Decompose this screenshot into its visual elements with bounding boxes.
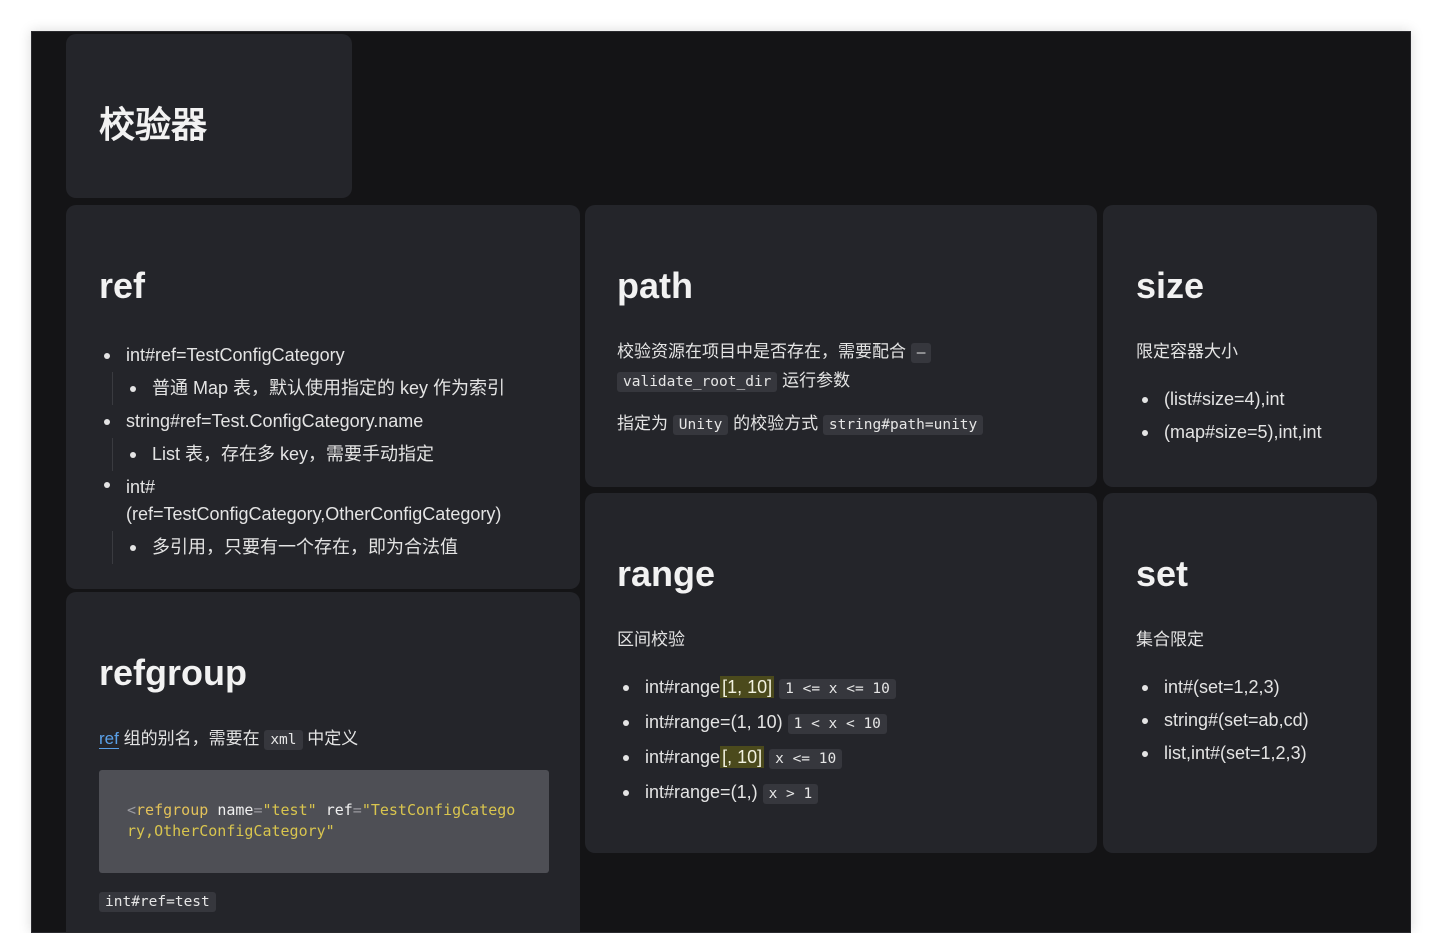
set-card: set 集合限定 int#(set=1,2,3) string#(set=ab,… bbox=[1103, 493, 1377, 853]
bullet-icon bbox=[623, 790, 629, 796]
title-card: 校验器 bbox=[66, 34, 352, 198]
list-item: int#range[, 10] x <= 10 bbox=[623, 741, 896, 776]
set-description: 集合限定 bbox=[1136, 630, 1204, 649]
list-item: int#range[1, 10] 1 <= x <= 10 bbox=[623, 671, 896, 706]
list-subitem: 普通 Map 表，默认使用指定的 key 作为索引 bbox=[104, 372, 556, 405]
bullet-icon bbox=[1142, 685, 1148, 691]
range-card: range 区间校验 int#range[1, 10] 1 <= x <= 10… bbox=[585, 493, 1097, 853]
ref-title: ref bbox=[99, 265, 146, 306]
path-title: path bbox=[617, 265, 693, 306]
bullet-icon bbox=[1142, 397, 1148, 403]
list-item: list,int#(set=1,2,3) bbox=[1142, 737, 1309, 770]
path-description: 校验资源在项目中是否存在，需要配合 – validate_root_dir 运行… bbox=[617, 338, 1077, 396]
code-block: <refgroup name="test" ref="TestConfigCat… bbox=[99, 770, 549, 873]
list-item: int#range=(1,) x > 1 bbox=[623, 776, 896, 811]
app-window: 校验器 ref int#ref=TestConfigCategory 普通 Ma… bbox=[31, 31, 1411, 933]
inline-code: xml bbox=[264, 730, 303, 750]
list-item: int#ref=TestConfigCategory bbox=[104, 339, 556, 372]
refgroup-description: ref 组的别名，需要在 xml 中定义 bbox=[99, 729, 359, 750]
bullet-icon bbox=[1142, 718, 1148, 724]
ref-card: ref int#ref=TestConfigCategory 普通 Map 表，… bbox=[66, 205, 580, 589]
path-usage: 指定为 Unity 的校验方式 string#path=unity bbox=[617, 410, 1077, 439]
bullet-icon bbox=[104, 482, 110, 488]
bullet-icon bbox=[104, 353, 110, 359]
ref-link[interactable]: ref bbox=[99, 729, 119, 749]
bullet-icon bbox=[130, 545, 136, 551]
list-item: (map#size=5),int,int bbox=[1142, 416, 1322, 449]
refgroup-card: refgroup ref 组的别名，需要在 xml 中定义 <refgroup … bbox=[66, 592, 580, 932]
refgroup-title: refgroup bbox=[99, 652, 247, 693]
size-card: size 限定容器大小 (list#size=4),int (map#size=… bbox=[1103, 205, 1377, 487]
list-item: string#(set=ab,cd) bbox=[1142, 704, 1309, 737]
list-subitem: 多引用，只要有一个存在，即为合法值 bbox=[104, 531, 556, 564]
size-list: (list#size=4),int (map#size=5),int,int bbox=[1142, 383, 1322, 449]
example-code: int#ref=test bbox=[99, 892, 216, 912]
range-list: int#range[1, 10] 1 <= x <= 10 int#range=… bbox=[623, 671, 896, 811]
list-item: int#(set=1,2,3) bbox=[1142, 671, 1309, 704]
range-title: range bbox=[617, 553, 716, 594]
set-list: int#(set=1,2,3) string#(set=ab,cd) list,… bbox=[1142, 671, 1309, 770]
bullet-icon bbox=[623, 685, 629, 691]
page-title: 校验器 bbox=[99, 104, 208, 145]
size-description: 限定容器大小 bbox=[1136, 342, 1238, 361]
ref-list: int#ref=TestConfigCategory 普通 Map 表，默认使用… bbox=[104, 339, 556, 564]
bullet-icon bbox=[623, 720, 629, 726]
size-title: size bbox=[1136, 265, 1205, 306]
bullet-icon bbox=[623, 755, 629, 761]
bullet-icon bbox=[130, 452, 136, 458]
list-item: string#ref=Test.ConfigCategory.name bbox=[104, 405, 556, 438]
range-description: 区间校验 bbox=[617, 630, 685, 649]
bullet-icon bbox=[130, 386, 136, 392]
list-subitem: List 表，存在多 key，需要手动指定 bbox=[104, 438, 556, 471]
path-card: path 校验资源在项目中是否存在，需要配合 – validate_root_d… bbox=[585, 205, 1097, 487]
bullet-icon bbox=[1142, 751, 1148, 757]
bullet-icon bbox=[104, 419, 110, 425]
list-item: int#(ref=TestConfigCategory,OtherConfigC… bbox=[104, 471, 556, 531]
bullet-icon bbox=[1142, 430, 1148, 436]
set-title: set bbox=[1136, 553, 1189, 594]
list-item: int#range=(1, 10) 1 < x < 10 bbox=[623, 706, 896, 741]
list-item: (list#size=4),int bbox=[1142, 383, 1322, 416]
